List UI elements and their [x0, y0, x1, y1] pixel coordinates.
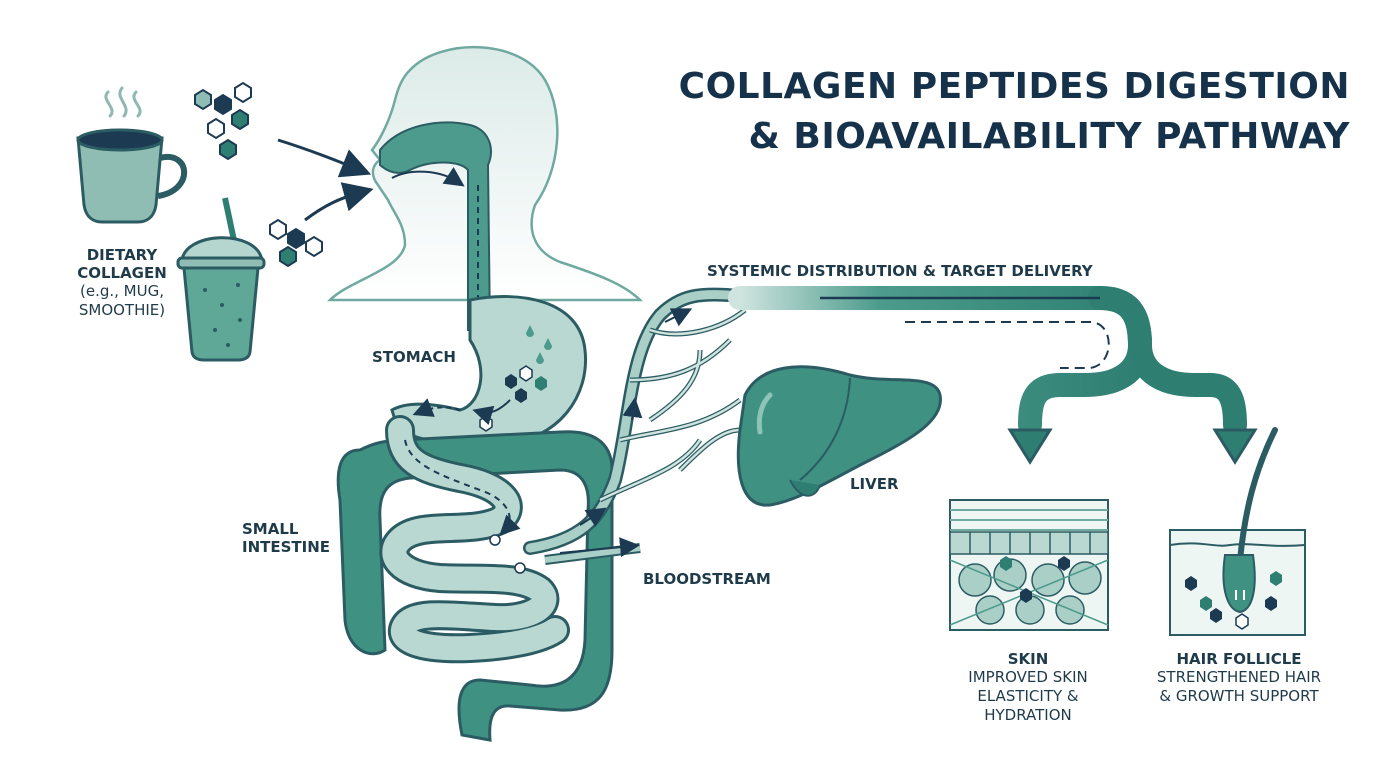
large-intestine — [336, 430, 614, 742]
arrow-to-hair — [1212, 428, 1258, 465]
page-title: COLLAGEN PEPTIDES DIGESTION & BIOAVAILAB… — [560, 62, 1350, 162]
skin-title: SKIN — [1007, 650, 1049, 668]
skin-label: SKIN IMPROVED SKIN ELASTICITY & HYDRATIO… — [948, 650, 1108, 725]
intake-arrow-top — [277, 138, 372, 178]
skin-line-3: HYDRATION — [984, 706, 1072, 724]
dietary-line-2: COLLAGEN — [77, 264, 167, 282]
systemic-distribution-label: SYSTEMIC DISTRIBUTION & TARGET DELIVERY — [707, 262, 1093, 280]
collagen-molecule-cluster-top — [194, 81, 252, 161]
skin-line-2: ELASTICITY & — [977, 687, 1079, 705]
small-intestine-line-1: SMALL — [242, 520, 299, 538]
small-intestine-line-2: INTESTINE — [242, 538, 331, 556]
dietary-collagen-label: DIETARY COLLAGEN (e.g., MUG, SMOOTHIE) — [62, 246, 182, 320]
stomach-label: STOMACH — [372, 348, 456, 366]
small-intestine-label: SMALL INTESTINE — [242, 520, 330, 556]
dietary-line-3: (e.g., MUG, — [80, 282, 164, 300]
intake-arrow-bottom — [304, 182, 374, 222]
stomach-organ — [390, 295, 588, 448]
hair-line-2: & GROWTH SUPPORT — [1159, 687, 1319, 705]
bloodstream-label: BLOODSTREAM — [643, 570, 771, 588]
smoothie-cup-icon — [176, 197, 266, 362]
dietary-line-1: DIETARY — [86, 246, 158, 264]
dietary-line-4: SMOOTHIE) — [78, 301, 166, 319]
skin-cross-section — [949, 499, 1109, 631]
small-intestine — [379, 415, 570, 664]
hair-title: HAIR FOLLICLE — [1176, 650, 1302, 668]
liver-label: LIVER — [850, 475, 899, 493]
skin-line-1: IMPROVED SKIN — [968, 668, 1088, 686]
liver-organ — [736, 365, 942, 507]
title-line-2: & BIOAVAILABILITY PATHWAY — [748, 116, 1350, 157]
coffee-mug-icon — [76, 86, 188, 224]
title-line-1: COLLAGEN PEPTIDES DIGESTION — [678, 66, 1350, 107]
swallow-arrow — [391, 167, 465, 187]
hair-follicle-cross-section — [1169, 427, 1306, 636]
systemic-distribution-channel — [728, 286, 1258, 465]
collagen-molecule-cluster-bottom — [269, 218, 323, 268]
arrow-to-skin — [1007, 428, 1053, 465]
bloodstream-vessels — [523, 287, 805, 565]
hair-follicle-label: HAIR FOLLICLE STRENGTHENED HAIR & GROWTH… — [1148, 650, 1330, 706]
steam-icon — [104, 86, 142, 118]
hair-line-1: STRENGTHENED HAIR — [1156, 668, 1322, 686]
